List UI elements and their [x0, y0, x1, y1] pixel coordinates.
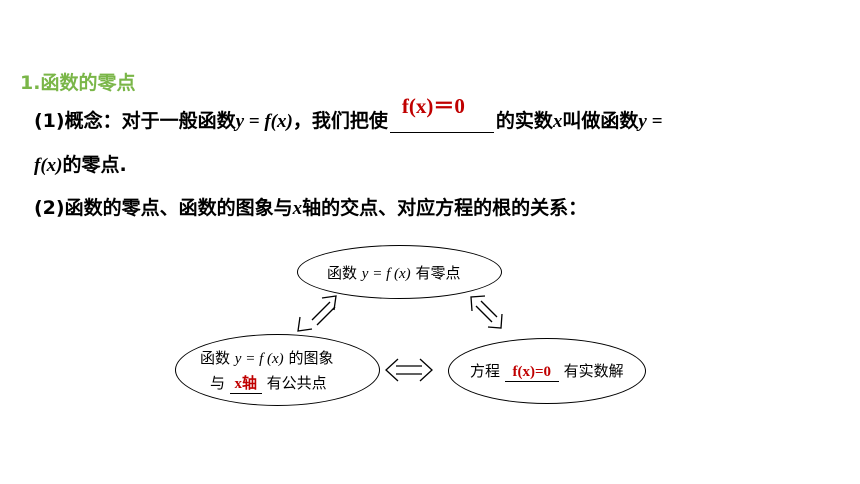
concept-after: 的实数	[495, 110, 553, 132]
concept-func2: y =	[638, 111, 663, 132]
right-suffix: 有实数解	[563, 362, 624, 380]
right-ellipse-text: 方程 f(x)=0 有实数解	[470, 360, 624, 382]
concept-line2-tail: 的零点.	[62, 154, 127, 176]
right-answer: f(x)=0	[512, 364, 552, 380]
left-ellipse-line1: 函数 y = f (x) 的图象	[200, 347, 333, 368]
right-prefix: 方程	[470, 362, 501, 380]
top-ellipse-text: 函数 y = f (x) 有零点	[327, 262, 460, 283]
relation-label-b: 轴的交点、对应方程的根的关系：	[302, 197, 588, 219]
concept-answer: f(x)＝0	[401, 94, 465, 118]
concept-line-1: (1)概念：对于一般函数y = f(x)，我们把使 f(x)＝0 的实数x叫做函数y…	[34, 94, 663, 133]
double-arrow-horizontal-icon	[385, 358, 433, 382]
double-arrow-left-icon	[297, 295, 337, 332]
concept-line-2: f(x)的零点.	[34, 150, 127, 177]
left-line2-b: 有公共点	[266, 374, 327, 392]
top-ellipse	[297, 245, 502, 299]
concept-var: x	[552, 111, 563, 132]
concept-label: (1)概念：对于一般函数	[34, 110, 236, 132]
left-func: y = f (x)	[234, 351, 284, 367]
left-prefix: 函数	[200, 349, 231, 367]
concept-line2-func: f(x)	[34, 155, 63, 176]
double-arrow-right-icon	[470, 295, 503, 329]
left-ellipse-line2: 与 x轴 有公共点	[210, 372, 327, 394]
left-suffix: 的图象	[288, 349, 334, 367]
left-ellipse	[175, 334, 380, 406]
relation-line: (2)函数的零点、函数的图象与x轴的交点、对应方程的根的关系：	[34, 193, 587, 220]
top-prefix: 函数	[327, 264, 358, 282]
concept-func: y = f(x)	[235, 111, 293, 132]
concept-blank: f(x)＝0	[389, 94, 494, 133]
left-line2-a: 与	[210, 374, 226, 392]
top-suffix: 有零点	[415, 264, 461, 282]
section-heading: 1.函数的零点	[20, 72, 136, 94]
concept-mid: ，我们把使	[292, 110, 388, 132]
left-answer: x轴	[234, 376, 258, 392]
concept-tail: 叫做函数	[562, 110, 639, 132]
top-func: y = f (x)	[361, 266, 411, 282]
relation-label-a: (2)函数的零点、函数的图象与	[34, 197, 293, 219]
right-ellipse	[448, 338, 646, 404]
relation-var: x	[292, 198, 303, 219]
